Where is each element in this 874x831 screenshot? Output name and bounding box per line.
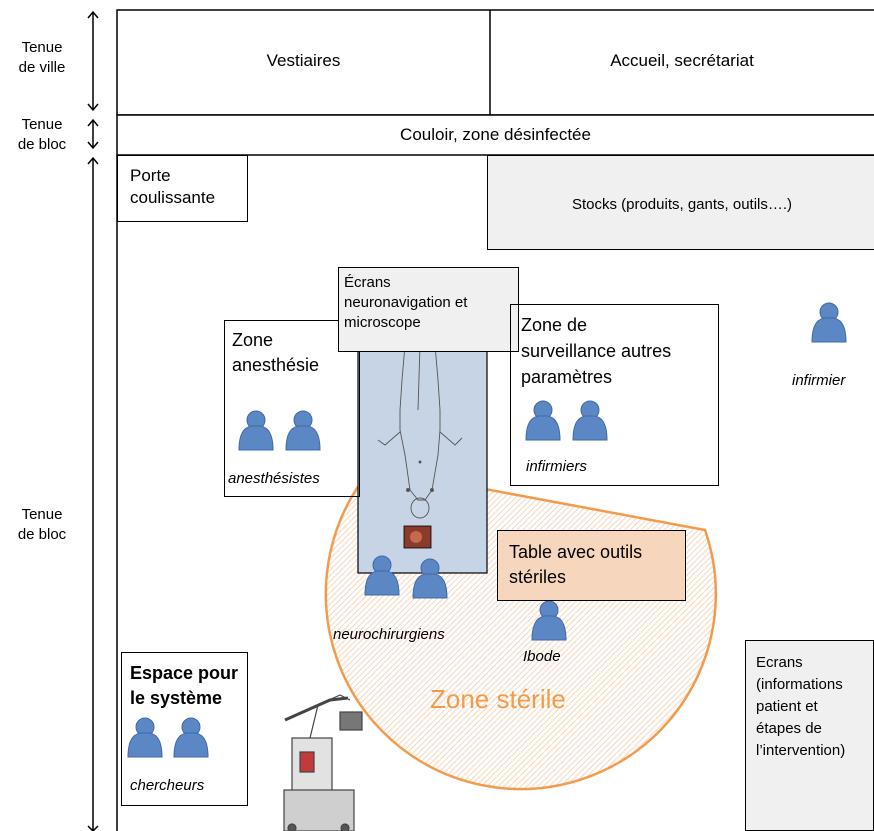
nav-screens-box bbox=[338, 267, 519, 352]
stocks-box bbox=[487, 155, 874, 250]
anesthesia-zone-label: Zone anesthésie bbox=[232, 330, 320, 375]
sliding-door-label: Porte coulissante bbox=[130, 166, 216, 207]
nav-screens-label: Écrans neuronavigation et microscope bbox=[344, 274, 468, 331]
info-screens-label: Ecrans (informations patient et étapes d… bbox=[756, 654, 846, 759]
sterile-tools-table-box bbox=[497, 530, 686, 601]
surveillance-zone-label: Zone de surveillance autres paramètres bbox=[521, 315, 672, 387]
dress-code-ville: Tenue de ville bbox=[18, 39, 66, 76]
patient-figure bbox=[377, 344, 463, 519]
infirmier-person-icon bbox=[811, 302, 847, 343]
anesthesia-zone-box bbox=[224, 320, 360, 497]
room-accueil: Accueil, secrétariat bbox=[610, 51, 754, 70]
corridor-label: Couloir, zone désinfectée bbox=[400, 125, 591, 144]
system-space-box bbox=[121, 652, 248, 806]
neurochirurgiens-label: neurochirurgiens bbox=[333, 626, 445, 643]
anesthesistes-label: anesthésistes bbox=[228, 470, 320, 487]
sliding-door-box bbox=[117, 155, 248, 222]
sterile-zone-label: Zone stérile bbox=[430, 684, 566, 714]
sterile-tools-table-label: Table avec outils stériles bbox=[509, 542, 643, 587]
microscope-system-illustration bbox=[283, 694, 363, 831]
surveillance-zone-box bbox=[510, 304, 719, 486]
dress-code-bloc-main: Tenue de bloc bbox=[17, 506, 67, 543]
dress-code-arrows bbox=[87, 10, 99, 831]
chercheurs-label: chercheurs bbox=[130, 777, 205, 794]
infirmier-label: infirmier bbox=[792, 372, 846, 389]
dress-code-bloc-corridor: Tenue de bloc bbox=[17, 116, 67, 153]
infirmiers-label: infirmiers bbox=[526, 458, 587, 475]
system-space-label: Espace pour le système bbox=[130, 663, 239, 708]
stocks-label: Stocks (produits, gants, outils….) bbox=[571, 196, 793, 213]
room-vestiaires: Vestiaires bbox=[266, 51, 341, 70]
ibode-label: Ibode bbox=[523, 648, 561, 665]
info-screens-box bbox=[745, 640, 874, 831]
